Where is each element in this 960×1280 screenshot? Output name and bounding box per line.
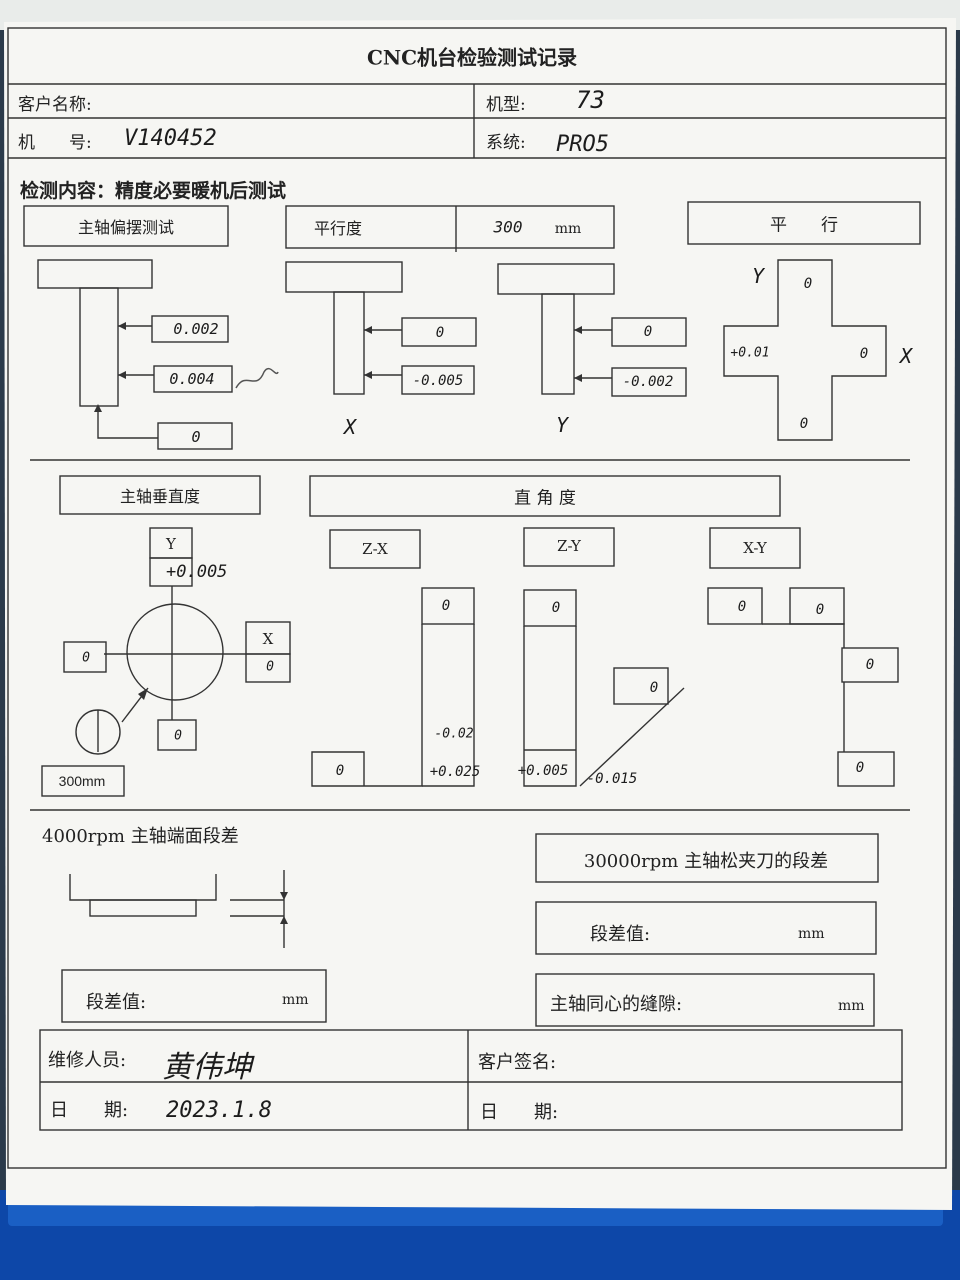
clamp-gap-unit: mm xyxy=(838,998,865,1014)
repair-person-label: 维修人员: xyxy=(48,1050,127,1071)
clamp-label: 30000rpm 主轴松夹刀的段差 xyxy=(583,851,829,872)
runout-upper-value: 0.002 xyxy=(173,320,219,338)
zy-right-value: 0 xyxy=(649,680,659,696)
cross-y-axis: Y xyxy=(751,264,765,288)
zy-bottom-value: +0.005 xyxy=(517,763,569,779)
perp-left-value: 0 xyxy=(82,650,90,666)
end-face-diff-unit: mm xyxy=(282,992,309,1008)
parallelism-y-axis: Y xyxy=(555,413,569,437)
spindle-runout-label: 主轴偏摆测试 xyxy=(77,218,175,237)
runout-bottom-value: 0 xyxy=(191,428,201,446)
end-face-diff-label: 段差值: xyxy=(86,992,147,1013)
perp-bottom-value: 0 xyxy=(174,728,182,744)
perp-x-value: 0 xyxy=(266,659,274,675)
machine-no-label: 机 号: xyxy=(18,133,92,153)
clamp-gap-label: 主轴同心的缝隙: xyxy=(550,994,683,1015)
perpendicularity-label: 主轴垂直度 xyxy=(119,487,201,506)
xy-right-upper-value: 0 xyxy=(865,657,875,673)
model-label: 机型: xyxy=(486,95,526,115)
parallelism-y-upper: 0 xyxy=(643,324,653,340)
perp-diameter-label: 300mm xyxy=(58,773,106,789)
form-border xyxy=(7,27,947,1169)
cross-top-value: 0 xyxy=(803,276,813,292)
parallelism-length-unit: mm xyxy=(554,221,582,237)
cross-right-value: 0 xyxy=(859,346,869,362)
cross-left-value: +0.01 xyxy=(730,345,770,361)
date-value: 2023.1.8 xyxy=(166,1098,272,1123)
perp-y-value: +0.005 xyxy=(166,562,228,582)
customer-sign-label: 客户签名: xyxy=(478,1052,557,1073)
signoff-table xyxy=(39,1029,903,1131)
machine-no-value: V140452 xyxy=(124,126,217,151)
inspection-content: 检测内容：精度必要暖机后测试 xyxy=(20,180,287,202)
parallelism-length-value: 300 xyxy=(493,217,523,237)
date-label: 日 期: xyxy=(50,1100,129,1121)
parallelism-label: 平行度 xyxy=(313,219,363,238)
zy-label: Z-Y xyxy=(557,537,581,555)
parallelism-y-lower: -0.002 xyxy=(622,374,674,390)
squareness-label: 直 角 度 xyxy=(514,488,576,509)
zx-bottom-right-value: +0.025 xyxy=(429,764,481,780)
zx-label: Z-X xyxy=(362,540,388,558)
xy-label: X-Y xyxy=(743,539,767,557)
zx-top-value: 0 xyxy=(441,598,451,614)
parallel-cross-label: 平 行 xyxy=(770,215,838,236)
end-face-label: 4000rpm 主轴端面段差 xyxy=(42,826,239,847)
parallelism-x-upper: 0 xyxy=(435,325,445,341)
repair-person-name: 黄伟坤 xyxy=(162,1050,252,1085)
zx-bottom-left-value: 0 xyxy=(335,763,345,779)
cross-x-axis: X xyxy=(899,344,913,368)
form-title: CNC机台检验测试记录 xyxy=(366,45,578,70)
model-value: 73 xyxy=(576,86,605,114)
zy-top-value: 0 xyxy=(551,600,561,616)
system-value: PRO5 xyxy=(556,132,609,157)
system-label: 系统: xyxy=(486,133,526,153)
xy-top-left-value: 0 xyxy=(737,599,747,615)
perp-y-label: Y xyxy=(166,535,176,553)
scribble-mark xyxy=(235,367,279,389)
xy-top-mid-value: 0 xyxy=(815,602,825,618)
perp-x-label: X xyxy=(262,630,274,648)
parallelism-x-lower: -0.005 xyxy=(412,373,464,389)
zy-diag-value: -0.015 xyxy=(586,771,638,787)
runout-lower-value: 0.004 xyxy=(169,370,215,388)
zx-mid-value: -0.02 xyxy=(434,726,474,742)
paper xyxy=(4,18,956,1210)
parallelism-x-axis: X xyxy=(343,415,357,439)
clamp-diff-unit: mm xyxy=(798,926,825,942)
cross-bottom-value: 0 xyxy=(799,416,809,432)
xy-right-lower-value: 0 xyxy=(855,760,865,776)
customer-name-label: 客户名称: xyxy=(18,95,92,115)
customer-date-label: 日 期: xyxy=(480,1102,559,1123)
clamp-diff-label: 段差值: xyxy=(590,924,651,945)
